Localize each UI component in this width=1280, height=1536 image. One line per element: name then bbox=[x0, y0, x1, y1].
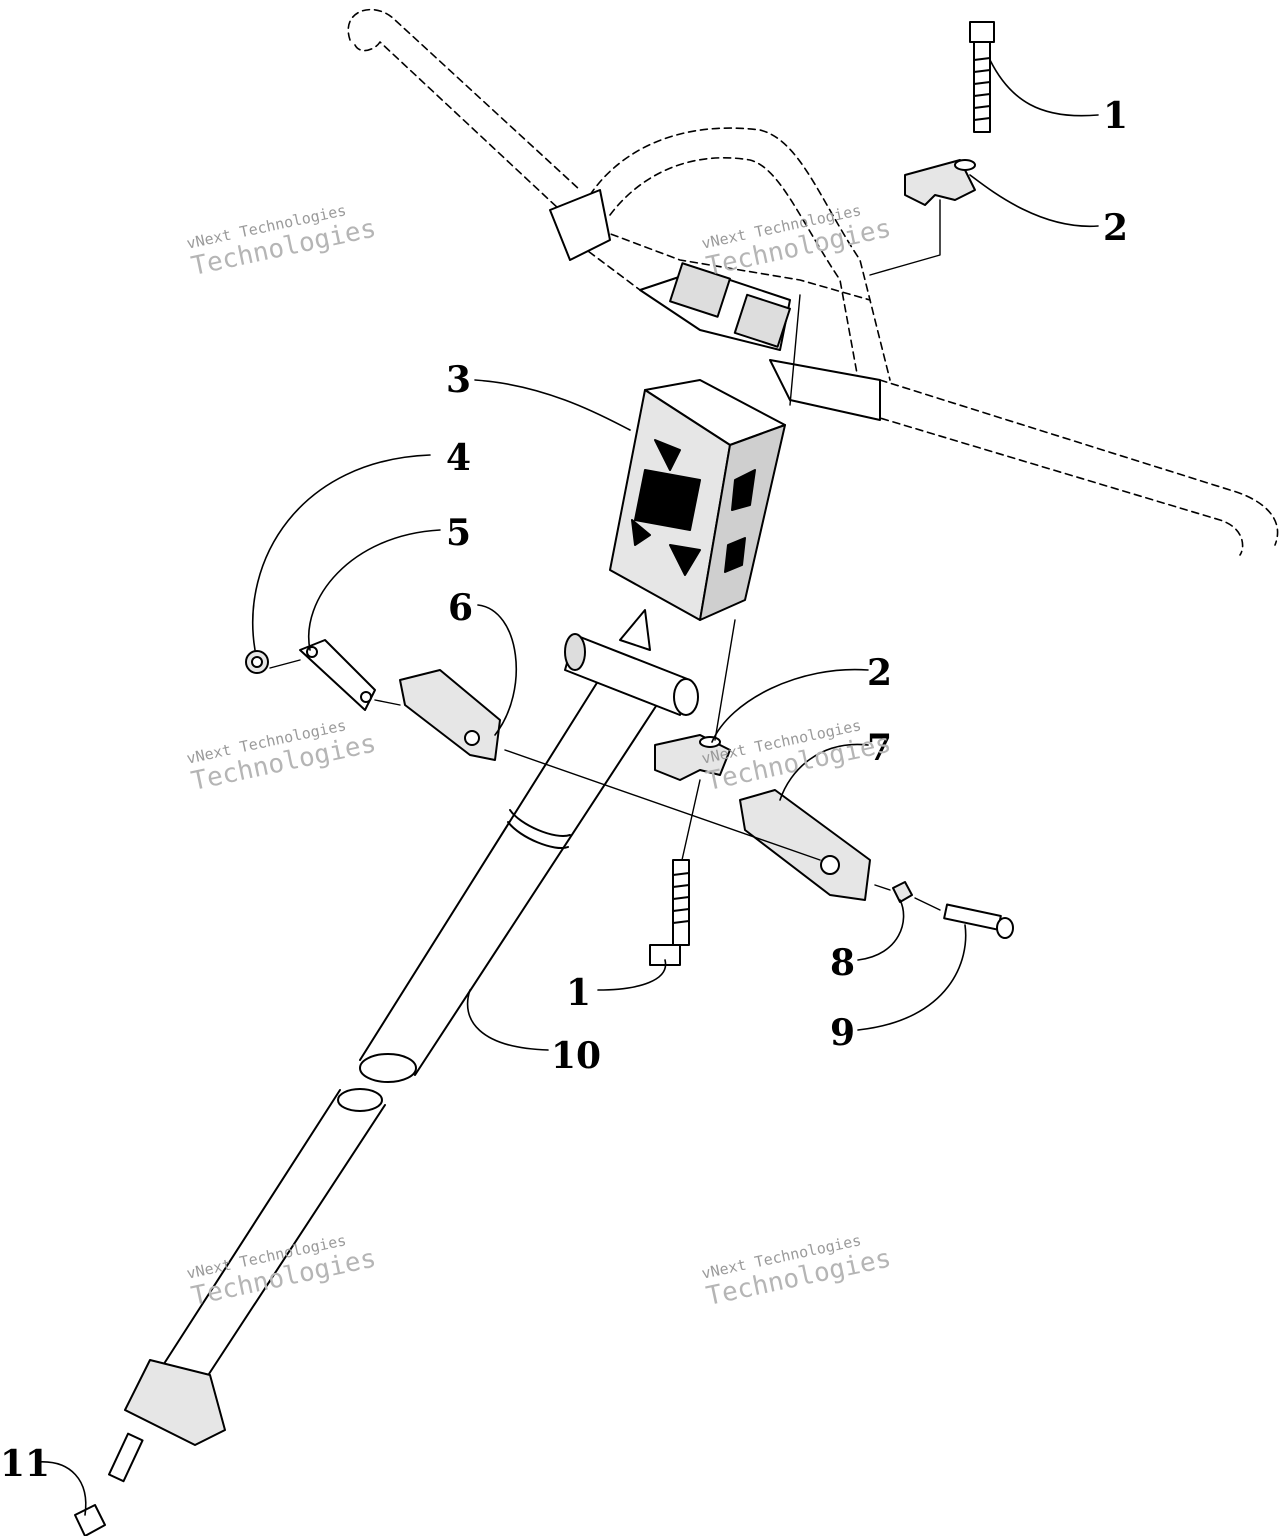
part-2-clamp-cap-top bbox=[904, 159, 976, 206]
part-1-bolt-mid bbox=[649, 859, 690, 966]
assembly-lines bbox=[269, 199, 941, 911]
callout-5: 5 bbox=[446, 512, 472, 554]
part-11-bolt bbox=[74, 1504, 106, 1536]
callout-9: 9 bbox=[830, 1012, 856, 1054]
callout-2-top: 2 bbox=[1103, 207, 1129, 249]
callout-3: 3 bbox=[446, 359, 472, 401]
part-8-nut bbox=[892, 881, 913, 903]
part-3-riser-block bbox=[609, 379, 786, 621]
callout-10: 10 bbox=[551, 1035, 602, 1077]
leader-lines bbox=[37, 59, 1099, 1516]
callout-4: 4 bbox=[446, 437, 472, 479]
callout-1-mid: 1 bbox=[566, 972, 592, 1014]
handlebar-mount bbox=[549, 189, 881, 421]
callout-2-mid: 2 bbox=[867, 652, 893, 694]
part-1-bolt-top bbox=[969, 21, 995, 133]
callout-7: 7 bbox=[867, 727, 893, 769]
part-9-screw bbox=[943, 903, 1014, 939]
part-6-bracket bbox=[399, 669, 501, 761]
part-5-plate bbox=[299, 639, 376, 711]
callout-11: 11 bbox=[0, 1443, 51, 1485]
part-4-nut bbox=[245, 650, 269, 674]
callout-8: 8 bbox=[830, 942, 856, 984]
part-7-bracket bbox=[739, 789, 871, 901]
callout-1-top: 1 bbox=[1103, 95, 1129, 137]
handlebar-outline bbox=[347, 8, 1279, 556]
callout-6: 6 bbox=[448, 587, 474, 629]
part-10-steering-post bbox=[108, 609, 699, 1483]
